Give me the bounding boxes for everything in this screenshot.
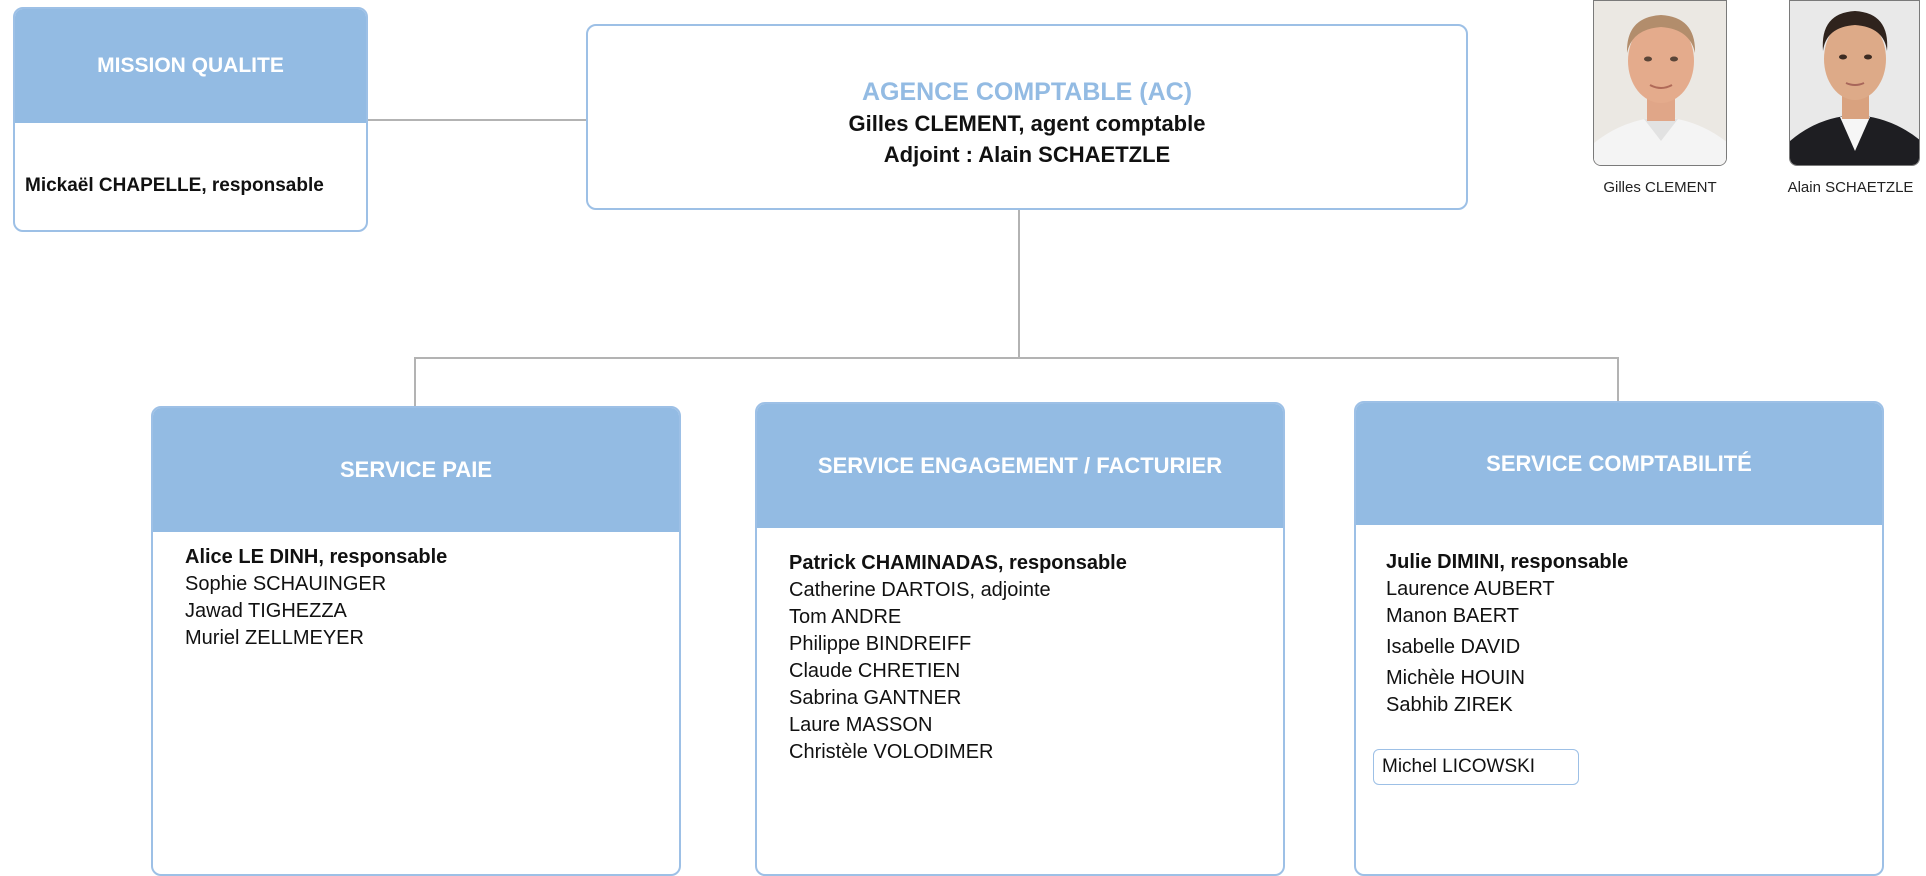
list-item: Sophie SCHAUINGER xyxy=(185,573,387,595)
service-comptabilite-extra-member: Michel LICOWSKI xyxy=(1373,749,1579,785)
service-engagement-members: Patrick CHAMINADAS, responsable Catherin… xyxy=(789,550,1127,766)
service-comptabilite-lead: Julie DIMINI, responsable xyxy=(1386,551,1629,573)
list-item: Philippe BINDREIFF xyxy=(789,633,972,655)
mission-qualite-person: Mickaël CHAPELLE, responsable xyxy=(25,175,324,196)
list-item: Manon BAERT xyxy=(1386,605,1520,627)
connector-to-paie xyxy=(414,357,416,406)
list-item: Catherine DARTOIS, adjointe xyxy=(789,579,1051,601)
service-comptabilite-members: Julie DIMINI, responsable Laurence AUBER… xyxy=(1386,549,1628,719)
service-paie-header: SERVICE PAIE xyxy=(153,408,679,532)
photo-alain-schaetzle xyxy=(1789,0,1920,166)
service-engagement-title: SERVICE ENGAGEMENT / FACTURIER xyxy=(817,453,1223,478)
service-engagement-header: SERVICE ENGAGEMENT / FACTURIER xyxy=(757,404,1283,528)
mission-qualite-box: MISSION QUALITE Mickaël CHAPELLE, respon… xyxy=(13,7,368,232)
connector-to-comptabilite xyxy=(1617,357,1619,402)
mission-qualite-header: MISSION QUALITE xyxy=(15,9,366,123)
list-item: Isabelle DAVID xyxy=(1386,636,1521,658)
service-paie-box: SERVICE PAIE Alice LE DINH, responsable … xyxy=(151,406,681,876)
service-paie-members: Alice LE DINH, responsable Sophie SCHAUI… xyxy=(185,544,447,652)
photo-caption-gilles: Gilles CLEMENT xyxy=(1603,179,1717,196)
service-engagement-box: SERVICE ENGAGEMENT / FACTURIER Patrick C… xyxy=(755,402,1285,876)
service-comptabilite-header: SERVICE COMPTABILITÉ xyxy=(1356,403,1882,525)
list-item: Tom ANDRE xyxy=(789,606,902,628)
list-item: Muriel ZELLMEYER xyxy=(185,627,364,649)
mission-qualite-title: MISSION QUALITE xyxy=(97,54,284,77)
list-item: Sabhib ZIREK xyxy=(1386,694,1513,716)
photo-gilles-clement xyxy=(1593,0,1727,166)
list-item: Sabrina GANTNER xyxy=(789,687,962,709)
photo-caption-alain: Alain SCHAETZLE xyxy=(1787,179,1914,196)
connector-agency-down xyxy=(1018,209,1020,358)
list-item: Michèle HOUIN xyxy=(1386,667,1525,689)
adjoint-line: Adjoint : Alain SCHAETZLE xyxy=(883,142,1171,167)
list-item: Laurence AUBERT xyxy=(1386,578,1555,600)
person-photo-icon xyxy=(1790,1,1919,165)
connector-mission-agency xyxy=(367,119,587,121)
list-item: Laure MASSON xyxy=(789,714,933,736)
service-paie-title: SERVICE PAIE xyxy=(339,457,492,482)
agence-comptable-box: AGENCE COMPTABLE (AC) Gilles CLEMENT, ag… xyxy=(586,24,1468,210)
person-photo-icon xyxy=(1594,1,1726,165)
list-item: Jawad TIGHEZZA xyxy=(185,600,347,622)
agent-comptable-line: Gilles CLEMENT, agent comptable xyxy=(848,111,1206,136)
extra-member-name: Michel LICOWSKI xyxy=(1382,756,1536,777)
agence-comptable-title: AGENCE COMPTABLE (AC) xyxy=(861,78,1193,106)
list-item: Christèle VOLODIMER xyxy=(789,741,994,763)
service-comptabilite-title: SERVICE COMPTABILITÉ xyxy=(1486,451,1752,476)
list-item: Claude CHRETIEN xyxy=(789,660,961,682)
connector-horizontal xyxy=(414,357,1619,359)
service-paie-lead: Alice LE DINH, responsable xyxy=(185,546,448,568)
service-comptabilite-box: SERVICE COMPTABILITÉ Julie DIMINI, respo… xyxy=(1354,401,1884,876)
service-engagement-lead: Patrick CHAMINADAS, responsable xyxy=(789,552,1127,574)
